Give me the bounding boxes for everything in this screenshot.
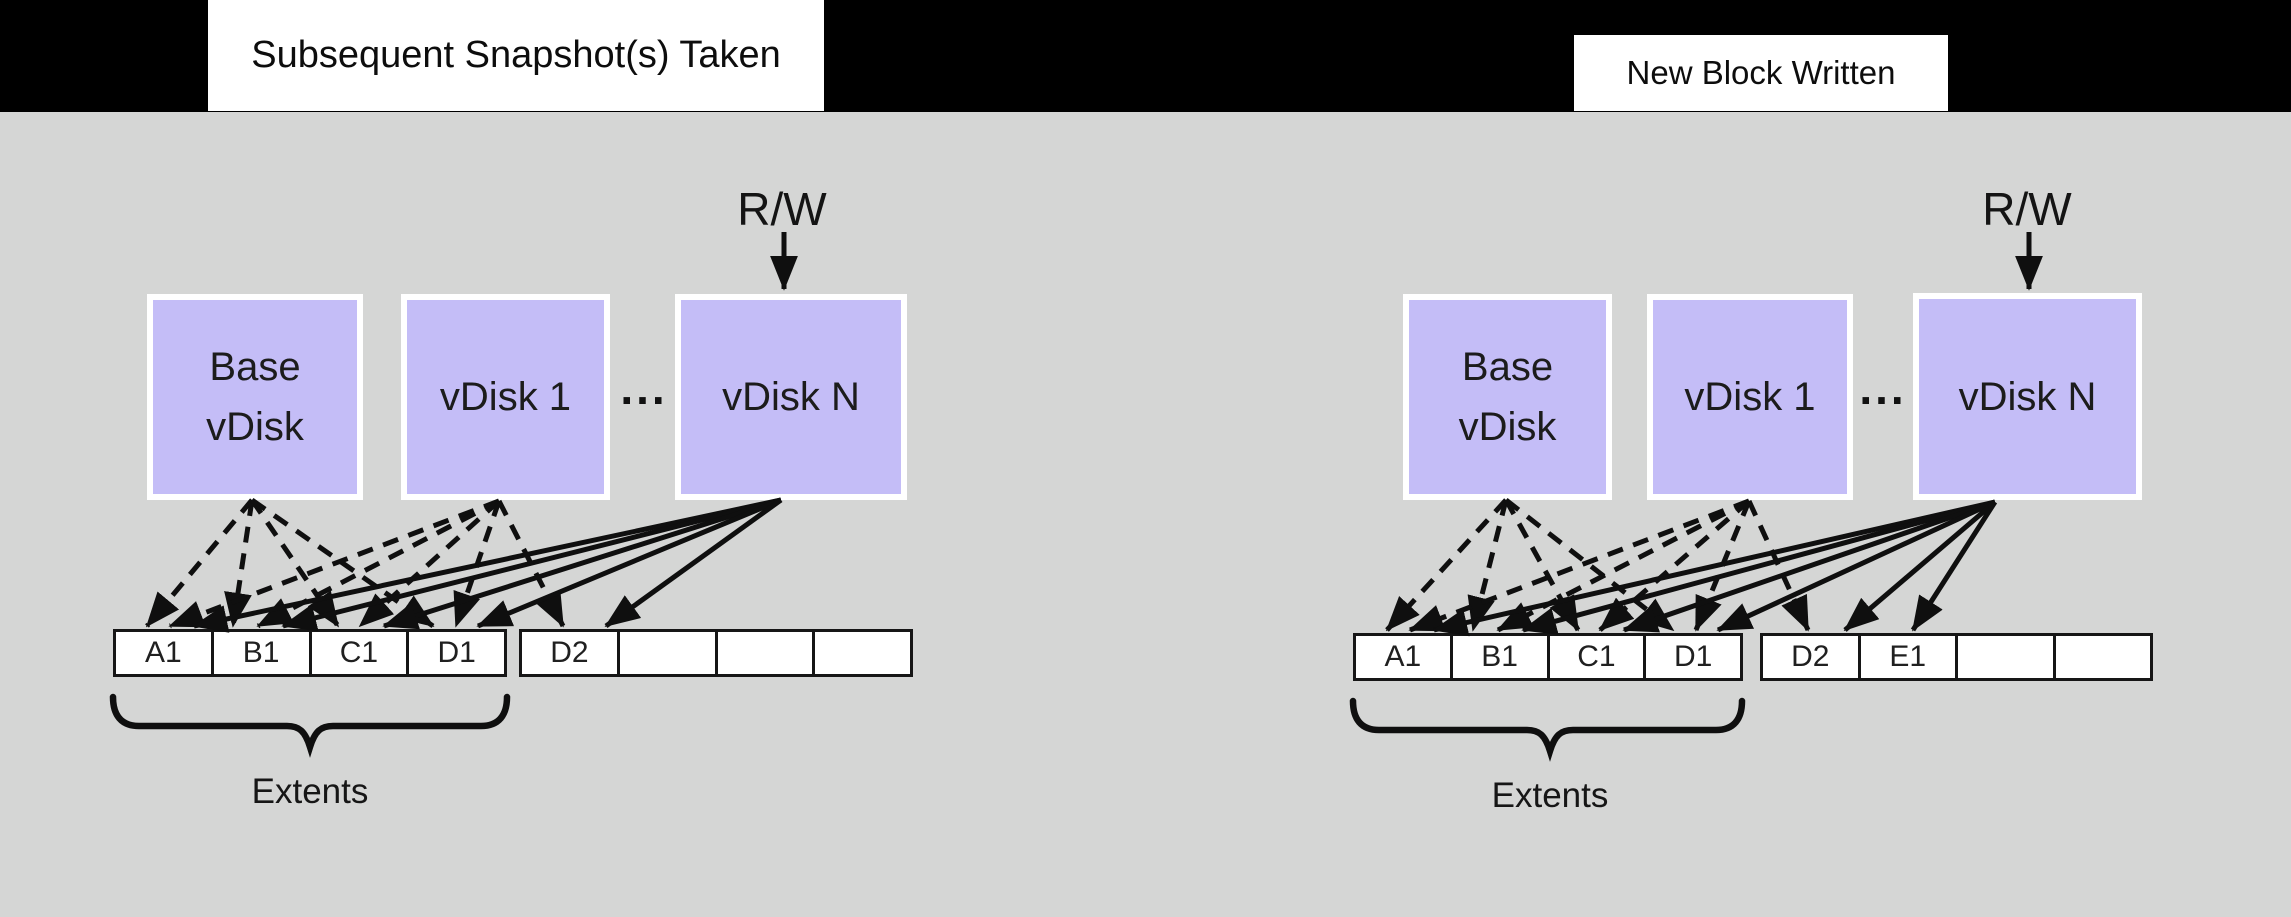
- live-vdisk-pointer-arrow: [604, 497, 783, 629]
- snapshot-pointer-arrow: [249, 498, 341, 628]
- base-vdisk-box-left: Base vDisk: [147, 294, 363, 500]
- live-vdisk-pointer-arrow: [1622, 499, 1996, 633]
- live-vdisk-pointer-arrow: [1521, 499, 1996, 635]
- rw-label-right: R/W: [1982, 183, 2072, 235]
- live-vdisk-pointer-arrow: [192, 497, 782, 633]
- extent-cell-d1: D1: [437, 636, 476, 669]
- live-vdisk-pointer-arrow: [1432, 499, 1996, 637]
- snapshot-pointer-arrow: [453, 500, 502, 628]
- extent-cell-d1: D1: [1673, 640, 1713, 673]
- rw-label-left: R/W: [737, 183, 827, 235]
- snapshot-pointer-arrow: [256, 498, 501, 629]
- live-vdisk-pointer-arrow: [1716, 499, 1997, 633]
- snapshot-pointer-arrow: [1746, 499, 1811, 632]
- extent-cell-e1: E1: [1861, 636, 1958, 678]
- extent-bar2-left: D2: [519, 629, 913, 677]
- extent-cell-a1: A1: [1356, 636, 1453, 678]
- snapshot-pointer-arrow: [496, 499, 566, 628]
- base-vdisk-label-line2: vDisk: [1458, 405, 1557, 449]
- extent-cell-empty: [2056, 636, 2151, 678]
- base-vdisk-label-line1: Base: [1461, 345, 1554, 389]
- base-vdisk-label-line1: Base: [209, 345, 301, 389]
- snapshot-pointer-arrow: [1693, 500, 1752, 632]
- vdisk1-box-left: vDisk 1: [401, 294, 610, 500]
- extents-brace-left: [109, 693, 511, 758]
- extent-cell-empty: [815, 632, 910, 674]
- snapshot-pointer-arrow: [1503, 498, 1581, 632]
- snapshot-pointer-arrow: [250, 497, 435, 629]
- left-panel-title-box: Subsequent Snapshot(s) Taken: [208, 0, 824, 111]
- extent-cell-empty: [620, 632, 718, 674]
- extent-cell-a1: A1: [116, 632, 214, 674]
- extents-brace-right: [1349, 697, 1746, 762]
- live-vdisk-pointer-arrow: [476, 497, 782, 629]
- right-panel-title-box: New Block Written: [1574, 35, 1948, 111]
- snapshot-pointer-arrow: [1504, 498, 1675, 632]
- vdiskN-label: vDisk N: [1958, 374, 2097, 419]
- vdisk1-label: vDisk 1: [439, 375, 572, 419]
- snapshot-pointer-arrow: [1598, 499, 1751, 632]
- snapshot-pointer-arrow: [1467, 499, 1509, 632]
- extents-label-right: Extents: [1491, 776, 1609, 815]
- extent-cell-c1: C1: [312, 632, 410, 674]
- vdiskN-box-left: vDisk N: [675, 294, 907, 500]
- snapshot-pointer-arrow: [358, 499, 501, 628]
- snapshot-pointer-arrow: [1385, 498, 1508, 632]
- snapshot-pointer-arrow: [1496, 498, 1751, 633]
- extent-bar2-right: D2 E1: [1760, 633, 2153, 681]
- extent-cell-c1: C1: [1550, 636, 1647, 678]
- vdisk1-box-right: vDisk 1: [1647, 294, 1853, 500]
- base-vdisk-label-line2: vDisk: [206, 405, 304, 449]
- vdisk1-label: vDisk 1: [1684, 375, 1816, 419]
- right-panel-title: New Block Written: [1626, 54, 1896, 91]
- live-vdisk-pointer-arrow: [281, 497, 782, 632]
- extent-cell-empty: [718, 632, 816, 674]
- extents-label-left: Extents: [251, 772, 369, 811]
- snapshot-pointer-arrow: [168, 498, 500, 629]
- vdiskN-box-right: vDisk N: [1913, 293, 2142, 500]
- extent-bar1-right: A1 B1 C1 D1: [1353, 633, 1743, 681]
- vdiskN-label: vDisk N: [722, 375, 860, 419]
- ellipsis-left: ...: [620, 362, 668, 414]
- snapshot-pointer-arrow: [145, 498, 254, 628]
- live-vdisk-pointer-arrow: [1843, 500, 1997, 632]
- snapshot-pointer-arrow: [1408, 498, 1750, 633]
- live-vdisk-pointer-arrow: [382, 497, 782, 630]
- extent-cell-empty: [1958, 636, 2056, 678]
- ellipsis-right: ...: [1859, 362, 1907, 414]
- extent-cell-b1: B1: [214, 632, 312, 674]
- extent-cell-b1: B1: [1453, 636, 1550, 678]
- live-vdisk-pointer-arrow: [1910, 500, 1998, 632]
- extent-bar1-left: A1 B1 C1 D1: [113, 629, 507, 677]
- left-panel-title: Subsequent Snapshot(s) Taken: [251, 34, 781, 76]
- extent-cell-d2: D2: [1763, 636, 1861, 678]
- extent-cell-d2: D2: [522, 632, 620, 674]
- snapshot-pointer-arrow: [224, 499, 255, 628]
- base-vdisk-box-right: Base vDisk: [1403, 294, 1612, 500]
